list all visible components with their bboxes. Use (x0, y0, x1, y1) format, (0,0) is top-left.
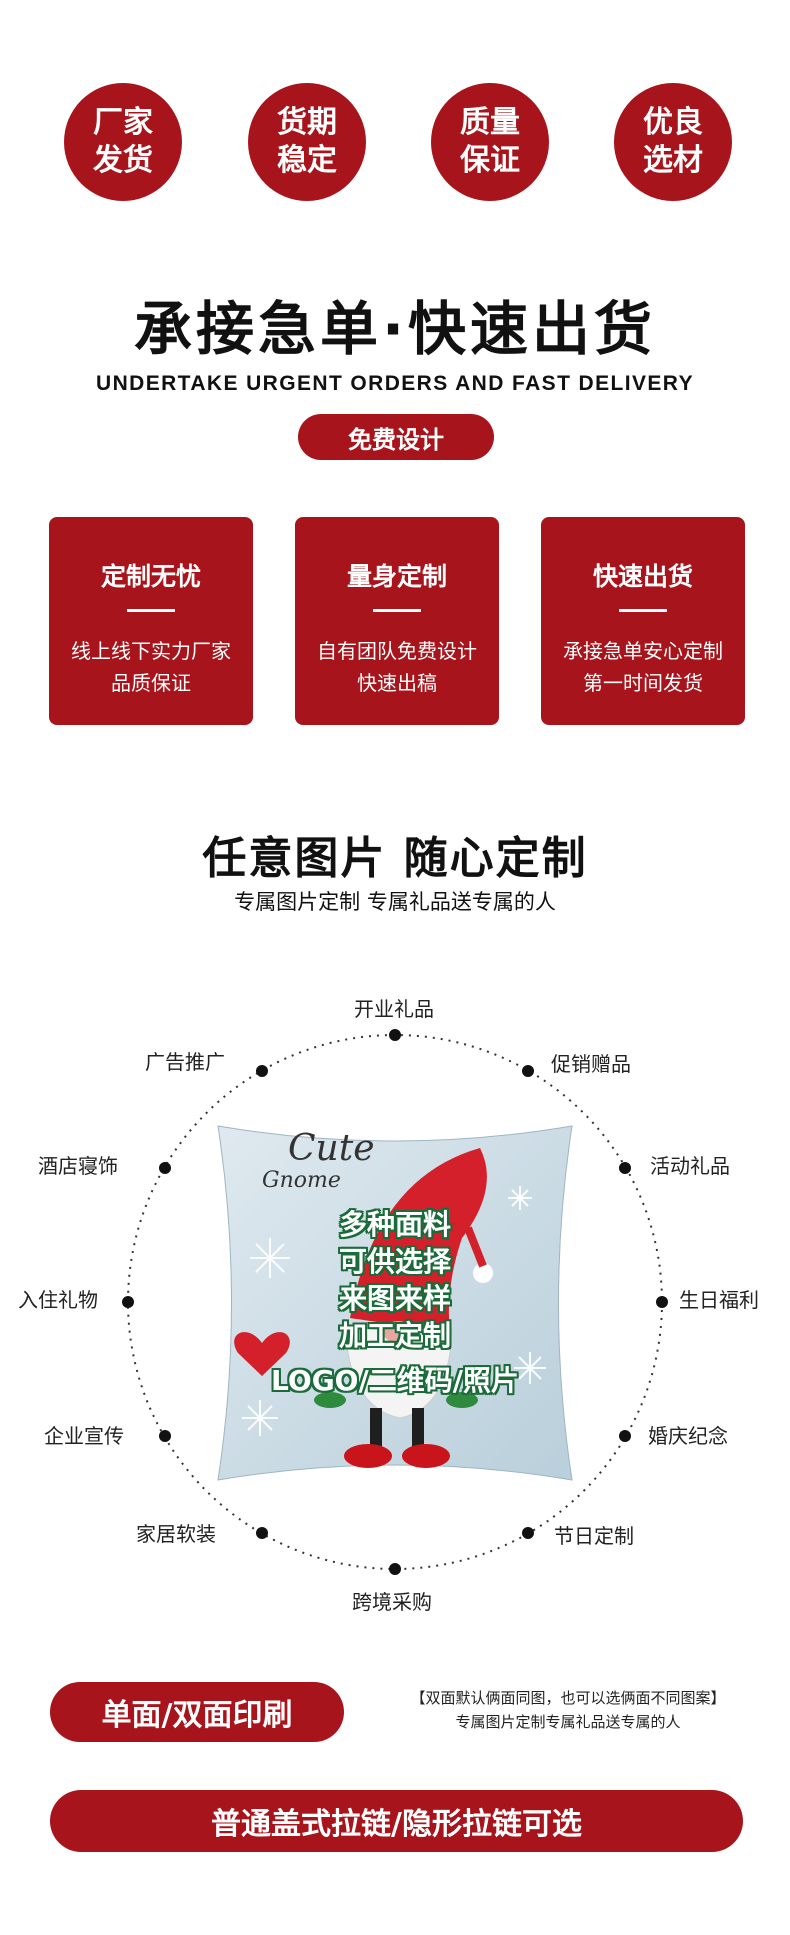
badge-text-1: 质量 (460, 105, 520, 140)
badge-text-1: 货期 (277, 105, 337, 140)
print-option-pill: 单面/双面印刷 (50, 1682, 344, 1742)
dot-marker (389, 1029, 401, 1041)
card-title: 量身定制 (346, 562, 447, 591)
pillow-script-cute: Cute (288, 1128, 375, 1169)
card-desc: 线上线下实力厂家品质保证 (71, 639, 231, 695)
print-note-line-1: 【双面默认俩面同图，也可以选俩面不同图案】 (410, 1689, 726, 1707)
overlay-line: LOGO/二维码/照片 (271, 1364, 519, 1397)
use-label: 酒店寝饰 (38, 1154, 118, 1178)
use-label: 跨境采购 (352, 1590, 432, 1614)
dot-marker (159, 1162, 171, 1174)
use-label: 节日定制 (554, 1524, 634, 1548)
print-option-label: 单面/双面印刷 (101, 1698, 293, 1733)
dot-marker (256, 1527, 268, 1539)
badge-text-2: 选材 (643, 143, 703, 178)
dot-marker (619, 1162, 631, 1174)
dot-marker (122, 1296, 134, 1308)
card-title: 快速出货 (592, 562, 693, 591)
pillow-script-gnome: Gnome (262, 1168, 341, 1193)
dot-marker (159, 1430, 171, 1442)
use-label: 家居软装 (136, 1522, 216, 1546)
print-note-line-2: 专属图片定制专属礼品送专属的人 (455, 1713, 681, 1731)
badge-materials: 优良选材 (614, 83, 732, 201)
badge-quality: 质量保证 (431, 83, 549, 201)
badge-text-2: 保证 (460, 143, 520, 178)
pillow-image (217, 1125, 573, 1481)
badge-text-2: 发货 (93, 143, 153, 178)
use-label: 活动礼品 (650, 1154, 730, 1178)
card-divider (373, 609, 421, 612)
card-fast-shipping: 快速出货 承接急单安心定制第一时间发货 (541, 517, 745, 725)
use-label: 企业宣传 (44, 1424, 124, 1448)
use-label: 入住礼物 (18, 1288, 98, 1312)
badge-text-1: 优良 (643, 105, 703, 140)
free-design-pill: 免费设计 (298, 414, 494, 460)
card-tailor-made: 量身定制 自有团队免费设计 快速出稿 (295, 517, 499, 725)
use-label: 广告推广 (145, 1050, 225, 1074)
free-design-label: 免费设计 (348, 425, 444, 454)
use-label: 婚庆纪念 (648, 1424, 728, 1448)
dot-marker (522, 1527, 534, 1539)
dot-marker (522, 1065, 534, 1077)
card-divider (127, 609, 175, 612)
overlay-line: 多种面料 (338, 1208, 451, 1241)
card-desc: 承接急单安心定制第一时间发货 (563, 639, 723, 695)
badge-stable-delivery: 货期稳定 (248, 83, 366, 201)
overlay-line: 来图来样 (338, 1282, 451, 1315)
overlay-line: 可供选择 (338, 1245, 451, 1278)
print-note: 【双面默认俩面同图，也可以选俩面不同图案】 专属图片定制专属礼品送专属的人 (368, 1686, 768, 1734)
zipper-option-label: 普通盖式拉链/隐形拉链可选 (211, 1807, 582, 1842)
badge-text-1: 厂家 (93, 105, 153, 140)
hero-title: 承接急单·快速出货 (133, 295, 657, 363)
section-title: 任意图片 随心定制 (202, 833, 588, 884)
dot-marker (389, 1563, 401, 1575)
card-title: 定制无忧 (100, 562, 201, 591)
pillow-overlay-text: 多种面料 可供选择 来图来样 加工定制 LOGO/二维码/照片 (230, 1206, 560, 1399)
card-divider (619, 609, 667, 612)
dot-marker (256, 1065, 268, 1077)
section-subtitle: 专属图片定制 专属礼品送专属的人 (234, 890, 556, 914)
badge-text-2: 稳定 (277, 143, 337, 178)
dot-marker (656, 1296, 668, 1308)
hero-subtitle: UNDERTAKE URGENT ORDERS AND FAST DELIVER… (96, 372, 694, 395)
use-label: 生日福利 (679, 1288, 759, 1312)
dot-marker (619, 1430, 631, 1442)
badge-factory-shipping: 厂家发货 (64, 83, 182, 201)
zipper-option-pill: 普通盖式拉链/隐形拉链可选 (50, 1790, 743, 1852)
overlay-line: 加工定制 (338, 1319, 451, 1352)
card-desc: 自有团队免费设计 快速出稿 (317, 639, 477, 695)
card-worry-free: 定制无忧 线上线下实力厂家品质保证 (49, 517, 253, 725)
use-label: 促销赠品 (551, 1052, 631, 1076)
use-label: 开业礼品 (354, 997, 434, 1021)
